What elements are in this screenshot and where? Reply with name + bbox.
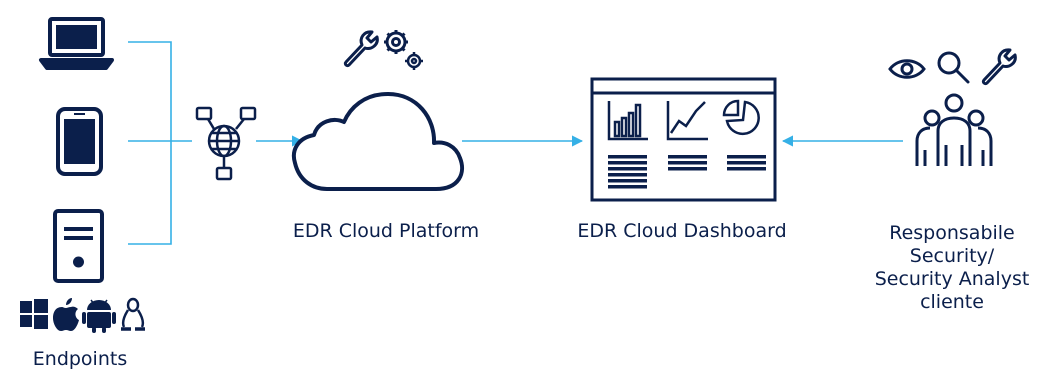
dashboard-window-icon xyxy=(590,77,777,202)
eye-icon xyxy=(888,59,926,79)
platform-label: EDR Cloud Platform xyxy=(292,220,480,242)
user-group-icon xyxy=(915,93,993,166)
linux-icon xyxy=(121,297,145,331)
laptop-icon xyxy=(39,17,114,70)
gear-icon xyxy=(384,30,408,54)
analyst-label-line: cliente xyxy=(920,291,984,313)
endpoints-label: Endpoints xyxy=(32,348,128,370)
wrench-icon xyxy=(981,48,1017,86)
apple-icon xyxy=(53,298,79,331)
dashboard-label: EDR Cloud Dashboard xyxy=(577,220,787,242)
bus-connector xyxy=(128,41,172,245)
analyst-label-line: Responsabile xyxy=(889,222,1015,244)
windows-icon xyxy=(20,299,48,329)
analyst-label-line: Security Analyst xyxy=(874,268,1030,290)
pie-chart-icon xyxy=(722,99,760,136)
smartphone-icon xyxy=(56,107,103,176)
android-icon xyxy=(82,299,116,333)
cloud-icon xyxy=(292,92,465,191)
network-globe-icon xyxy=(195,106,257,181)
gear-small-icon xyxy=(405,52,423,70)
bar-chart-icon xyxy=(607,101,648,141)
analyst-label-line: Security/ xyxy=(909,245,995,267)
desktop-tower-icon xyxy=(53,209,104,283)
wrench-icon xyxy=(343,30,379,68)
line-chart-icon xyxy=(666,101,708,141)
table-rows-icon xyxy=(608,155,766,189)
analyst-label: Responsabile Security/ Security Analyst … xyxy=(862,222,1042,314)
connectors xyxy=(128,41,903,245)
magnifier-icon xyxy=(937,51,970,84)
